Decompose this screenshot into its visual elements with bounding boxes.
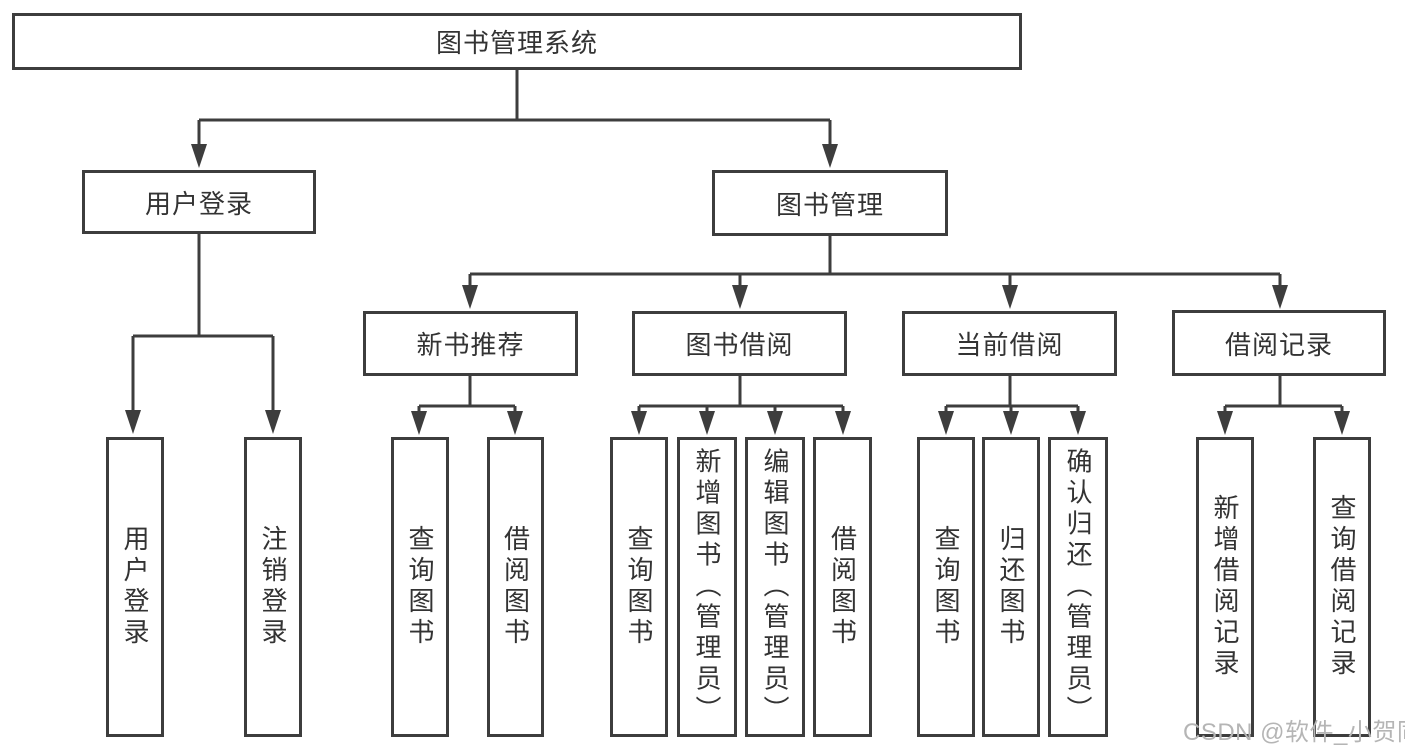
node-label: 借阅图书 xyxy=(827,525,858,649)
arrowhead-icon xyxy=(767,411,783,435)
arrowhead-icon xyxy=(822,144,838,168)
connector-root xyxy=(197,70,832,146)
arrowhead-icon xyxy=(835,411,851,435)
node-label: 归还图书 xyxy=(996,525,1026,649)
node-user-login: 用户登录 xyxy=(82,170,316,234)
arrowhead-icon xyxy=(938,411,954,435)
csdn-watermark: CSDN @软件_小贺同学 xyxy=(1183,719,1405,746)
arrowhead-icon xyxy=(125,410,141,434)
node-query-books-recommend: 查询图书 xyxy=(391,437,449,737)
node-add-borrow-record: 新增借阅记录 xyxy=(1196,437,1254,737)
node-label: 查询图书 xyxy=(405,525,435,649)
node-label: 编辑图书（管理员） xyxy=(760,447,790,727)
arrowhead-icon xyxy=(1217,411,1233,435)
arrowhead-icon xyxy=(631,411,647,435)
node-label: 新增图书（管理员） xyxy=(692,447,722,727)
arrowhead-icon xyxy=(265,410,281,434)
connector-book-management xyxy=(468,236,1282,287)
node-label: 查询借阅记录 xyxy=(1327,494,1357,680)
node-label: 注销登录 xyxy=(258,525,288,649)
node-user-login-leaf: 用户登录 xyxy=(106,437,164,737)
node-confirm-return-admin: 确认归还（管理员） xyxy=(1048,437,1108,737)
arrowhead-icon xyxy=(1334,411,1350,435)
arrowhead-icon xyxy=(507,411,523,435)
node-query-borrow-record: 查询借阅记录 xyxy=(1313,437,1371,737)
node-return-book: 归还图书 xyxy=(982,437,1040,737)
connector-new-book-recommend xyxy=(417,376,517,413)
node-label: 查询图书 xyxy=(931,525,961,649)
connector-user-login xyxy=(131,234,275,412)
arrowhead-icon xyxy=(1070,411,1086,435)
node-current-borrow: 当前借阅 xyxy=(902,311,1117,376)
node-label: 确认归还（管理员） xyxy=(1063,447,1093,727)
node-query-books-current: 查询图书 xyxy=(917,437,975,737)
node-borrow-books-leaf: 借阅图书 xyxy=(813,437,872,737)
arrowhead-icon xyxy=(1003,411,1019,435)
connector-current-borrow xyxy=(944,376,1080,413)
connector-book-borrow xyxy=(637,376,845,413)
node-new-book-recommend: 新书推荐 xyxy=(363,311,578,376)
arrowhead-icon xyxy=(1272,285,1288,309)
node-borrow-records: 借阅记录 xyxy=(1172,310,1386,376)
node-edit-book-admin: 编辑图书（管理员） xyxy=(745,437,805,737)
node-label: 查询图书 xyxy=(624,525,654,649)
node-label: 用户登录 xyxy=(120,525,150,649)
node-label: 新增借阅记录 xyxy=(1210,494,1240,680)
node-query-books-borrow: 查询图书 xyxy=(610,437,668,737)
arrowhead-icon xyxy=(732,285,748,309)
connector-borrow-records xyxy=(1223,376,1344,413)
node-borrow-books-recommend: 借阅图书 xyxy=(487,437,544,737)
arrowhead-icon xyxy=(699,411,715,435)
node-logout: 注销登录 xyxy=(244,437,302,737)
node-book-borrow: 图书借阅 xyxy=(632,311,847,376)
arrowhead-icon xyxy=(411,411,427,435)
node-add-book-admin: 新增图书（管理员） xyxy=(677,437,737,737)
node-book-management: 图书管理 xyxy=(712,170,948,236)
arrowhead-icon xyxy=(1002,285,1018,309)
arrowhead-icon xyxy=(191,144,207,168)
arrowhead-icon xyxy=(462,285,478,309)
node-library-system: 图书管理系统 xyxy=(12,13,1022,70)
node-label: 借阅图书 xyxy=(500,525,531,649)
